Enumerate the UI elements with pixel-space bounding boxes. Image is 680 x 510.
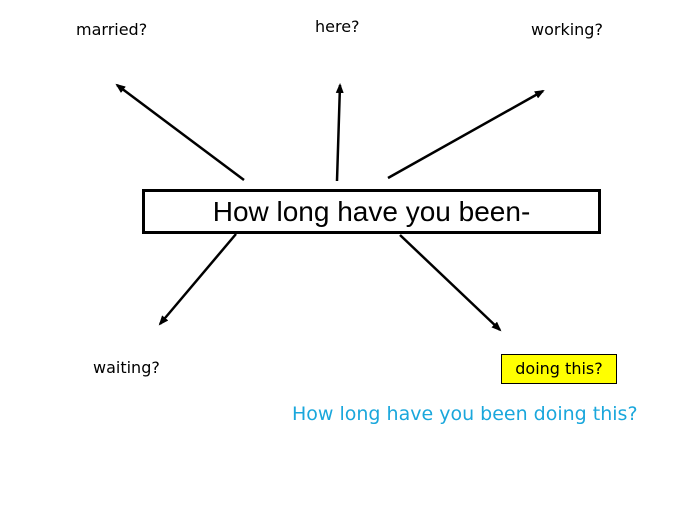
ending-waiting: waiting?: [93, 358, 160, 377]
arrow-to-working: [387, 89, 545, 180]
full-question: How long have you been doing this?: [292, 403, 638, 425]
arrow-to-doing: [399, 234, 502, 332]
ending-doing-this-label: doing this?: [515, 359, 603, 378]
ending-working: working?: [531, 20, 603, 39]
ending-here: here?: [315, 17, 360, 36]
central-phrase-box: How long have you been-: [142, 189, 601, 234]
arrow-to-here: [335, 83, 344, 182]
arrow-to-married: [115, 83, 245, 182]
central-phrase: How long have you been-: [212, 195, 531, 227]
arrow-to-waiting: [158, 233, 237, 326]
ending-doing-this-highlighted: doing this?: [501, 354, 617, 384]
ending-married: married?: [76, 20, 148, 39]
